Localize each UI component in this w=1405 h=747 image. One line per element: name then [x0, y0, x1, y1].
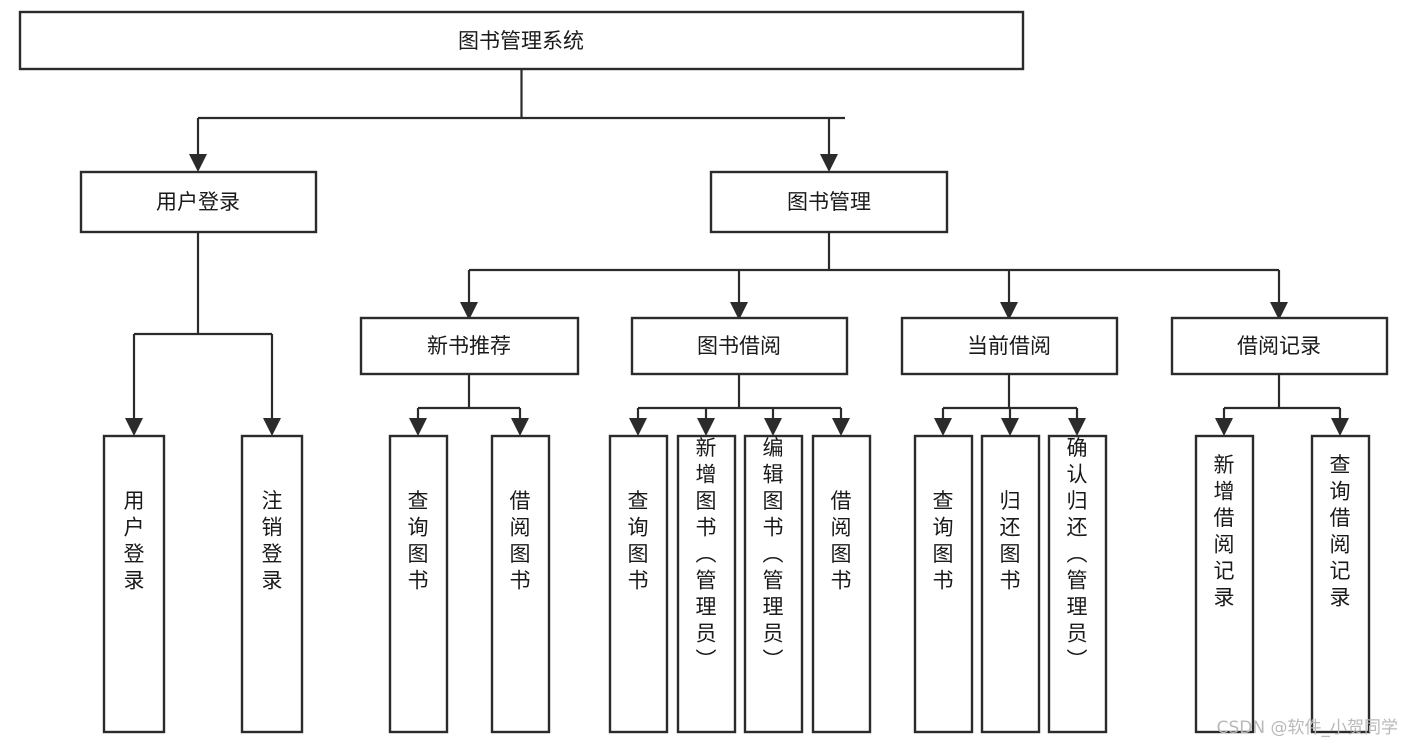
- arrowhead-leaf-query-book-1: [409, 418, 427, 436]
- node-leaf-confirm-return-admin-box[interactable]: [1047, 434, 1108, 734]
- node-book-borrow[interactable]: 图书借阅: [630, 316, 849, 376]
- node-leaf-query-record[interactable]: 查询借阅记录: [1310, 434, 1371, 734]
- node-leaf-add-book-admin[interactable]: 新增图书︵管理员︶: [676, 434, 737, 734]
- node-book-manage[interactable]: 图书管理: [709, 170, 949, 234]
- node-borrow-record[interactable]: 借阅记录: [1170, 316, 1389, 376]
- watermark-label: CSDN @软件_小贺同学: [1217, 718, 1398, 738]
- node-leaf-query-book-3-label: 查询图书: [933, 489, 954, 593]
- node-new-book-rec-box[interactable]: [359, 316, 580, 376]
- node-leaf-borrow-book-1[interactable]: 借阅图书: [490, 434, 551, 734]
- node-leaf-borrow-book-2-box[interactable]: [811, 434, 872, 734]
- node-leaf-add-record[interactable]: 新增借阅记录: [1194, 434, 1255, 734]
- arrowhead-leaf-query-book-2: [629, 418, 647, 436]
- node-leaf-query-book-2-box[interactable]: [608, 434, 669, 734]
- node-leaf-edit-book-admin-box[interactable]: [743, 434, 804, 734]
- node-root-box[interactable]: [18, 10, 1025, 71]
- arrowhead-leaf-borrow-book-2: [832, 418, 850, 436]
- arrowhead-borrow-record: [1270, 302, 1288, 320]
- arrowhead-leaf-add-record: [1215, 418, 1233, 436]
- node-leaf-query-record-box[interactable]: [1310, 434, 1371, 734]
- arrowhead-user-login: [189, 154, 207, 172]
- node-current-borrow-box[interactable]: [900, 316, 1119, 376]
- node-leaf-borrow-book-1-box[interactable]: [490, 434, 551, 734]
- node-root[interactable]: 图书管理系统: [18, 10, 1025, 71]
- node-leaf-add-record-label: 新增借阅记录: [1214, 453, 1235, 610]
- node-leaf-edit-book-admin[interactable]: 编辑图书︵管理员︶: [743, 434, 804, 734]
- node-leaf-confirm-return-admin-label: 确认归还︵管理员︶: [1067, 436, 1088, 672]
- node-book-borrow-box[interactable]: [630, 316, 849, 376]
- arrowhead-leaf-confirm-return-admin: [1068, 418, 1086, 436]
- arrowhead-book-borrow: [730, 302, 748, 320]
- node-leaf-add-book-admin-box[interactable]: [676, 434, 737, 734]
- node-leaf-query-book-1-label: 查询图书: [408, 489, 429, 593]
- node-root-label: 图书管理系统: [458, 29, 584, 53]
- connector-layer: [125, 69, 1349, 436]
- arrowhead-current-borrow: [1000, 302, 1018, 320]
- arrowhead-leaf-borrow-book-1: [511, 418, 529, 436]
- node-borrow-record-label: 借阅记录: [1237, 334, 1321, 358]
- node-book-manage-label: 图书管理: [787, 190, 871, 214]
- node-leaf-query-book-1[interactable]: 查询图书: [388, 434, 449, 734]
- node-leaf-query-book-3[interactable]: 查询图书: [913, 434, 974, 734]
- arrowhead-leaf-logout: [263, 418, 281, 436]
- node-leaf-user-login-box[interactable]: [102, 434, 166, 734]
- node-new-book-rec[interactable]: 新书推荐: [359, 316, 580, 376]
- node-leaf-return-book[interactable]: 归还图书: [980, 434, 1041, 734]
- node-leaf-borrow-book-2[interactable]: 借阅图书: [811, 434, 872, 734]
- arrowhead-leaf-query-book-3: [934, 418, 952, 436]
- node-leaf-query-book-3-box[interactable]: [913, 434, 974, 734]
- arrowhead-book-manage: [820, 154, 838, 172]
- arrowhead-leaf-add-book-admin: [697, 418, 715, 436]
- node-leaf-logout-box[interactable]: [240, 434, 304, 734]
- node-user-login[interactable]: 用户登录: [79, 170, 318, 234]
- node-leaf-confirm-return-admin[interactable]: 确认归还︵管理员︶: [1047, 434, 1108, 734]
- node-new-book-rec-label: 新书推荐: [427, 334, 511, 358]
- node-user-login-label: 用户登录: [156, 190, 240, 214]
- arrowhead-leaf-edit-book-admin: [764, 418, 782, 436]
- node-leaf-logout[interactable]: 注销登录: [240, 434, 304, 734]
- node-leaf-edit-book-admin-label: 编辑图书︵管理员︶: [763, 436, 784, 672]
- node-leaf-query-book-2-label: 查询图书: [628, 489, 649, 593]
- node-leaf-add-record-box[interactable]: [1194, 434, 1255, 734]
- node-current-borrow[interactable]: 当前借阅: [900, 316, 1119, 376]
- node-leaf-query-book-2[interactable]: 查询图书: [608, 434, 669, 734]
- node-leaf-query-book-1-box[interactable]: [388, 434, 449, 734]
- arrowhead-leaf-user-login: [125, 418, 143, 436]
- node-leaf-borrow-book-2-label: 借阅图书: [831, 489, 852, 593]
- arrowhead-leaf-return-book: [1001, 418, 1019, 436]
- arrowhead-new-book-rec: [460, 302, 478, 320]
- node-leaf-logout-label: 注销登录: [262, 489, 283, 593]
- node-book-manage-box[interactable]: [709, 170, 949, 234]
- node-borrow-record-box[interactable]: [1170, 316, 1389, 376]
- node-user-login-box[interactable]: [79, 170, 318, 234]
- node-book-borrow-label: 图书借阅: [697, 334, 781, 358]
- node-leaf-borrow-book-1-label: 借阅图书: [510, 489, 531, 593]
- node-leaf-return-book-box[interactable]: [980, 434, 1041, 734]
- node-current-borrow-label: 当前借阅: [967, 334, 1051, 358]
- arrowhead-leaf-query-record: [1331, 418, 1349, 436]
- node-leaf-user-login-label: 用户登录: [124, 489, 145, 593]
- node-leaf-return-book-label: 归还图书: [1000, 489, 1021, 593]
- node-leaf-user-login[interactable]: 用户登录: [102, 434, 166, 734]
- node-leaf-add-book-admin-label: 新增图书︵管理员︶: [696, 436, 717, 672]
- node-leaf-query-record-label: 查询借阅记录: [1330, 453, 1351, 610]
